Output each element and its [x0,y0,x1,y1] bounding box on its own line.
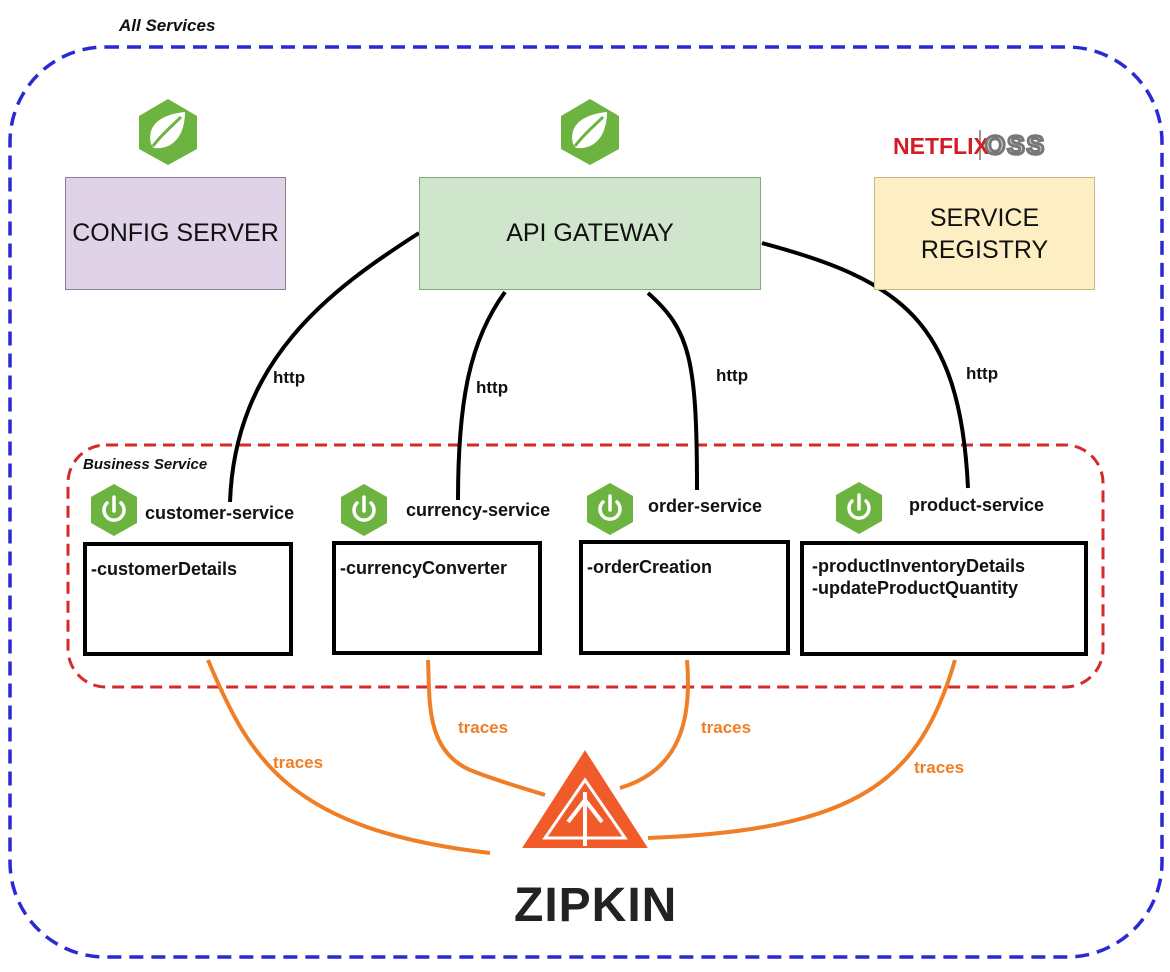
trace-line-order [619,659,691,790]
spring-leaf-icon [561,99,619,165]
http-label-order: http [716,366,749,385]
http-line-order [646,291,699,491]
api-gateway-label: API GATEWAY [506,219,674,247]
service-registry-label-line2: REGISTRY [920,235,1049,264]
api-gateway-box: API GATEWAY [419,177,761,290]
service-box-customer: -customerDetails [83,542,293,656]
service-box-product: -productInventoryDetails -updateProductQ… [800,541,1088,656]
spring-leaf-icon [139,99,197,165]
spring-boot-power-icon [836,482,882,534]
endpoint-item: -customerDetails [91,559,238,579]
service-registry-label-line1: SERVICE [929,203,1040,232]
http-label-product: http [966,364,999,383]
oss-logo-text: OSS [984,129,1046,162]
traces-label-order: traces [701,718,752,737]
spring-boot-power-icon [91,484,137,536]
service-title-order: order-service [648,496,763,516]
http-line-currency [456,290,507,501]
traces-label-currency: traces [458,718,509,737]
service-title-customer: customer-service [145,503,295,523]
trace-line-currency [426,659,546,797]
service-title-currency: currency-service [406,500,551,520]
service-registry-box: SERVICE REGISTRY [874,177,1095,290]
all-services-label: All Services [119,16,216,35]
netflix-logo-text: NETFLIX [893,133,989,159]
trace-line-product [647,659,957,840]
zipkin-logo-text: ZIPKIN [514,879,678,932]
endpoint-item: -currencyConverter [340,558,508,578]
traces-label-customer: traces [273,753,324,772]
trace-line-customer [206,659,491,855]
endpoint-item: -updateProductQuantity [812,578,1018,598]
spring-boot-power-icon [341,484,387,536]
business-service-label: Business Service [83,456,208,473]
endpoint-item: -productInventoryDetails [812,556,1026,576]
config-server-box: CONFIG SERVER [65,177,286,290]
http-line-product [761,241,970,489]
service-title-product: product-service [909,495,1045,515]
service-box-order: -orderCreation [579,540,790,655]
http-label-currency: http [476,378,509,397]
endpoint-item: -orderCreation [587,557,713,577]
config-server-label: CONFIG SERVER [72,219,279,247]
spring-boot-power-icon [587,483,633,535]
traces-label-product: traces [914,758,965,777]
http-label-customer: http [273,368,306,387]
business-service-region [66,443,1105,689]
service-box-currency: -currencyConverter [332,541,542,655]
http-line-customer [228,231,421,503]
zipkin-logo-icon [522,750,648,876]
